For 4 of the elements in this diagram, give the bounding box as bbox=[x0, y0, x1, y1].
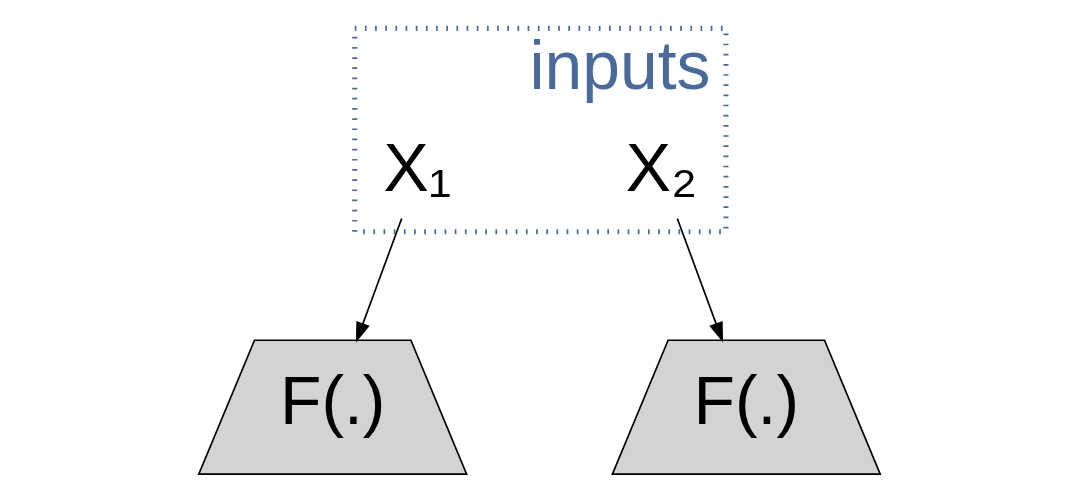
arrow bbox=[676, 217, 724, 343]
node-text: X₁ bbox=[383, 130, 452, 206]
node-text: X₂ bbox=[625, 130, 698, 206]
arrow bbox=[355, 217, 403, 343]
